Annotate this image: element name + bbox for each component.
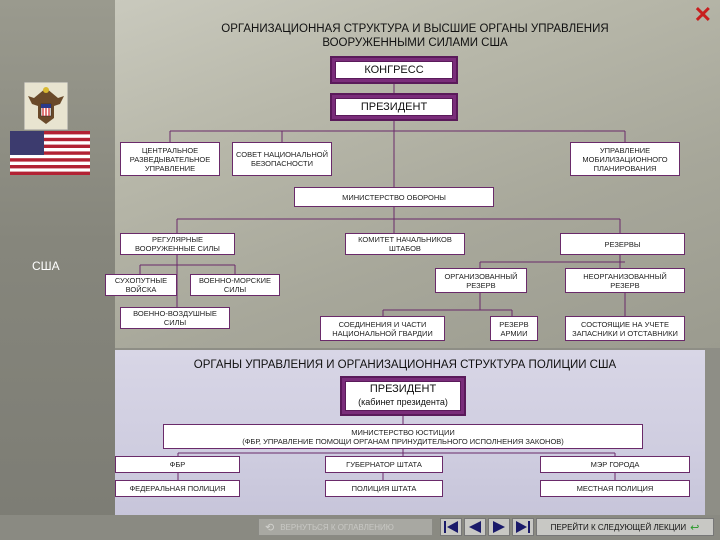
congress-box: КОНГРЕСС [330, 56, 458, 84]
defense-ministry-box: МИНИСТЕРСТВО ОБОРОНЫ [294, 187, 494, 207]
air-force-box: ВОЕННО-ВОЗДУШНЫЕ СИЛЫ [120, 307, 230, 329]
police-president-box: ПРЕЗИДЕНТ (кабинет президента) [340, 376, 466, 416]
back-to-contents-link[interactable]: ⟲ ВЕРНУТЬСЯ К ОГЛАВЛЕНИЮ [258, 518, 433, 536]
justice-ministry-label: МИНИСТЕРСТВО ЮСТИЦИИ [351, 427, 455, 437]
next-slide-button[interactable] [488, 518, 510, 536]
mayor-box: МЭР ГОРОДА [540, 456, 690, 473]
previous-slide-icon [469, 521, 481, 533]
federal-police-box: ФЕДЕРАЛЬНАЯ ПОЛИЦИЯ [115, 480, 240, 497]
justice-ministry-box: МИНИСТЕРСТВО ЮСТИЦИИ (ФБР, УПРАВЛЕНИЕ ПО… [163, 424, 643, 449]
next-lecture-label: ПЕРЕЙТИ К СЛЕДУЮЩЕЙ ЛЕКЦИИ [550, 522, 687, 532]
justice-ministry-detail: (ФБР, УПРАВЛЕНИЕ ПОМОЩИ ОРГАНАМ ПРИНУДИТ… [242, 436, 564, 446]
mobilization-planning-box: УПРАВЛЕНИЕ МОБИЛИЗАЦИОННОГО ПЛАНИРОВАНИЯ [570, 142, 680, 176]
governor-box: ГУБЕРНАТОР ШТАТА [325, 456, 443, 473]
police-president-label: ПРЕЗИДЕНТ [369, 383, 437, 395]
local-police-box: МЕСТНАЯ ПОЛИЦИЯ [540, 480, 690, 497]
back-to-contents-label: ВЕРНУТЬСЯ К ОГЛАВЛЕНИЮ [280, 522, 394, 532]
police-president-subtitle: (кабинет президента) [358, 397, 448, 407]
first-slide-button[interactable] [440, 518, 462, 536]
cia-box: ЦЕНТРАЛЬНОЕ РАЗВЕДЫВАТЕЛЬНОЕ УПРАВЛЕНИЕ [120, 142, 220, 176]
first-slide-icon [444, 521, 458, 533]
last-slide-icon [516, 521, 530, 533]
retired-reservists-box: СОСТОЯЩИЕ НА УЧЕТЕ ЗАПАСНИКИ И ОТСТАВНИК… [565, 316, 685, 341]
congress-label: КОНГРЕСС [335, 61, 453, 79]
previous-slide-button[interactable] [464, 518, 486, 536]
reserves-box: РЕЗЕРВЫ [560, 233, 685, 255]
national-guard-box: СОЕДИНЕНИЯ И ЧАСТИ НАЦИОНАЛЬНОЙ ГВАРДИИ [320, 316, 445, 341]
president-label: ПРЕЗИДЕНТ [335, 98, 453, 116]
police-president-inner: ПРЕЗИДЕНТ (кабинет президента) [345, 381, 461, 411]
fbi-box: ФБР [115, 456, 240, 473]
army-reserve-box: РЕЗЕРВ АРМИИ [490, 316, 538, 341]
nsc-box: СОВЕТ НАЦИОНАЛЬНОЙ БЕЗОПАСНОСТИ [232, 142, 332, 176]
country-label: США [32, 259, 60, 273]
unorganized-reserve-box: НЕОРГАНИЗОВАННЫЙ РЕЗЕРВ [565, 268, 685, 293]
joint-chiefs-box: КОМИТЕТ НАЧАЛЬНИКОВ ШТАБОВ [345, 233, 465, 255]
navy-box: ВОЕННО-МОРСКИЕ СИЛЫ [190, 274, 280, 296]
ground-forces-box: СУХОПУТНЫЕ ВОЙСКА [105, 274, 177, 296]
last-slide-button[interactable] [512, 518, 534, 536]
president-box: ПРЕЗИДЕНТ [330, 93, 458, 121]
state-police-box: ПОЛИЦИЯ ШТАТА [325, 480, 443, 497]
next-lecture-link[interactable]: ПЕРЕЙТИ К СЛЕДУЮЩЕЙ ЛЕКЦИИ ↩ [536, 518, 714, 536]
police-title: ОРГАНЫ УПРАВЛЕНИЯ И ОРГАНИЗАЦИОННАЯ СТРУ… [193, 359, 617, 371]
close-icon[interactable]: ✕ [693, 2, 712, 27]
page-title: ОРГАНИЗАЦИОННАЯ СТРУКТУРА И ВЫСШИЕ ОРГАН… [221, 23, 609, 49]
next-slide-icon [493, 521, 505, 533]
return-arrow-icon: ↩ [690, 521, 700, 534]
organized-reserve-box: ОРГАНИЗОВАННЫЙ РЕЗЕРВ [435, 268, 527, 293]
regular-forces-box: РЕГУЛЯРНЫЕ ВООРУЖЕННЫЕ СИЛЫ [120, 233, 235, 255]
back-arrow-icon: ⟲ [265, 521, 275, 534]
us-flag-icon [10, 131, 90, 175]
us-seal-emblem [23, 81, 69, 131]
